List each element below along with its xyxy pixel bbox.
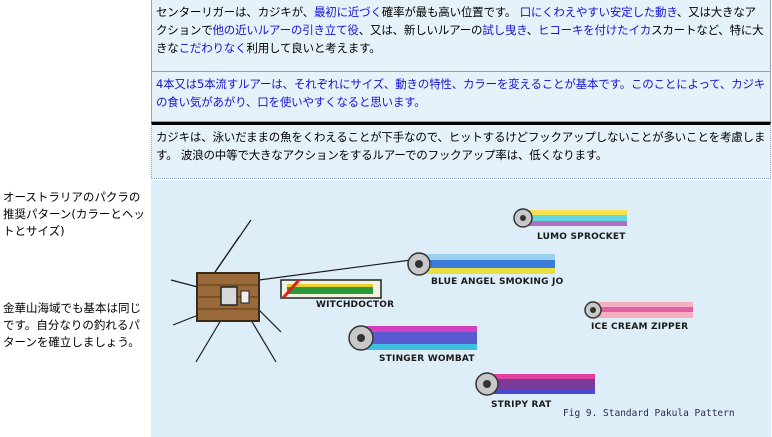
lure-label: ICE CREAM ZIPPER bbox=[591, 322, 689, 332]
highlight-text: 口にくわえやすい安定した動き bbox=[519, 5, 677, 19]
lure-witchdoctor-icon bbox=[280, 279, 382, 299]
lure-lumo-sprocket-icon bbox=[513, 208, 627, 228]
lure-label: BLUE ANGEL SMOKING JO bbox=[431, 277, 564, 287]
text-segment: スカートなど、特に大きな bbox=[156, 23, 764, 55]
boat-icon bbox=[196, 272, 260, 322]
local-advice: 金華山海域でも基本は同じです。自分なりの釣れるパターンを確立しましょう。 bbox=[3, 301, 141, 349]
lure-pattern-figure: LUMO SPROCKET BLUE ANGEL SMOKING JO WITC… bbox=[151, 180, 771, 437]
lure-label: WITCHDOCTOR bbox=[316, 300, 395, 310]
lure-stinger-wombat-icon bbox=[348, 325, 477, 351]
hookup-note: カジキは、泳いだままの魚をくわえることが下手なので、ヒットするけどフックアップし… bbox=[151, 122, 771, 179]
lure-variety-note: 4本又は5本流すルアーは、それぞれにサイズ、動きの特性、カラーを変えることが基本… bbox=[151, 72, 771, 122]
lure-blue-angel-icon bbox=[407, 252, 555, 276]
highlight-text: ヒコーキを付けたイカ bbox=[538, 23, 652, 37]
lure-pattern-diagram bbox=[170, 208, 693, 396]
center-rigger-note: センターリガーは、カジキが、最初に近づく確率が最も高い位置です。 口にくわえやす… bbox=[151, 0, 771, 72]
lure-label: STINGER WOMBAT bbox=[379, 354, 475, 364]
highlight-text: 他の近いルアーの引き立て役 bbox=[212, 23, 359, 37]
pattern-description: オーストラリアのパクラの推奨パターン(カラーとヘットとサイズ) bbox=[3, 190, 145, 238]
lure-label: STRIPY RAT bbox=[491, 400, 552, 410]
figure-caption: Fig 9. Standard Pakula Pattern bbox=[563, 408, 735, 419]
highlight-text: 最初に近づく bbox=[313, 5, 382, 19]
lure-ice-cream-zipper-icon bbox=[584, 301, 693, 319]
highlight-text: こだわりなく bbox=[178, 41, 247, 55]
text-segment: 利用して良いと考えます。 bbox=[246, 41, 381, 55]
text-segment: 、又は、新しいルアーの bbox=[358, 23, 483, 37]
text-segment: 、又は大きなアクションで bbox=[156, 5, 756, 37]
highlight-text: 試し曳き bbox=[482, 23, 527, 37]
lure-label: LUMO SPROCKET bbox=[537, 232, 626, 242]
text-segment: 確率が最も高い位置です。 bbox=[381, 5, 520, 19]
text-segment: 、 bbox=[526, 23, 539, 37]
text-segment: センターリガーは、カジキが、 bbox=[156, 5, 314, 19]
lure-stripy-rat-icon bbox=[475, 372, 595, 396]
